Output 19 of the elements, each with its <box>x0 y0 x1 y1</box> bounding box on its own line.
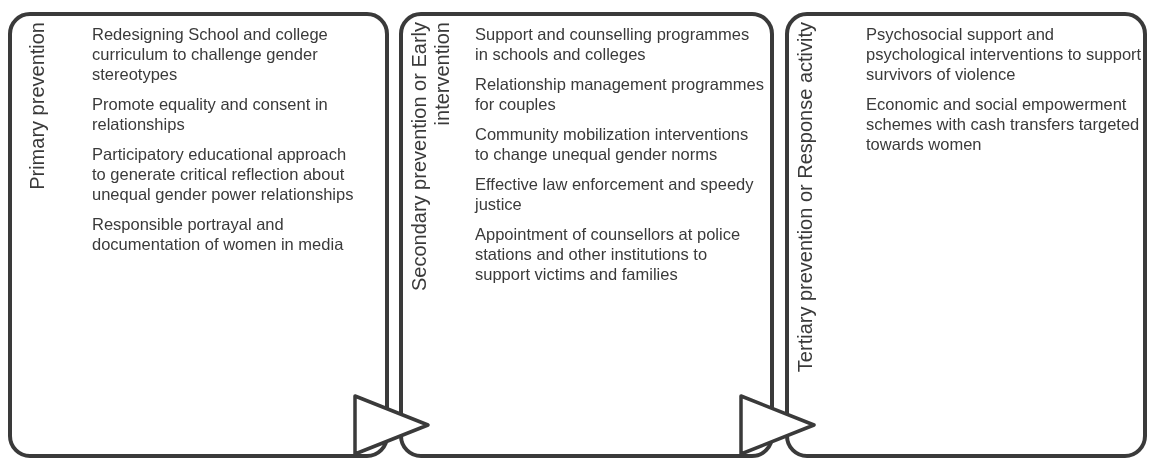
panel-title: Primary prevention <box>26 22 49 192</box>
prevention-panel <box>785 12 1147 458</box>
list-item: Redesigning School and college curriculum to challenge gender stereotypes <box>92 24 329 84</box>
panel-title: Tertiary prevention or Response activity <box>794 22 817 375</box>
arrow <box>353 394 430 456</box>
list-item: Psychosocial support and psychological interventions to support survivors of violence <box>866 24 1143 84</box>
list-item: Effective law enforcement and speedy justice <box>475 174 755 214</box>
list-item: Community mobilization interventions to change unequal gender norms <box>475 124 750 164</box>
prevention-panel <box>399 12 774 458</box>
list-item: Support and counselling programmes in schools and colleges <box>475 24 751 64</box>
list-item: Participatory educational approach to generate critical reflection about unequal gender power relationships <box>92 144 354 204</box>
list-item: Responsible portrayal and documentation of women in media <box>92 214 345 254</box>
list-item: Appointment of counsellors at police stations and other institutions to support victims and families <box>475 224 742 284</box>
prevention-panel <box>8 12 389 458</box>
list-item: Relationship management programmes for couples <box>475 74 765 114</box>
list-item: Economic and social empowerment schemes with cash transfers targeted towards women <box>866 94 1141 154</box>
arrow <box>739 394 816 456</box>
list-item: Promote equality and consent in relationships <box>92 94 329 134</box>
panel-title: Secondary prevention or Early intervention <box>408 22 454 294</box>
